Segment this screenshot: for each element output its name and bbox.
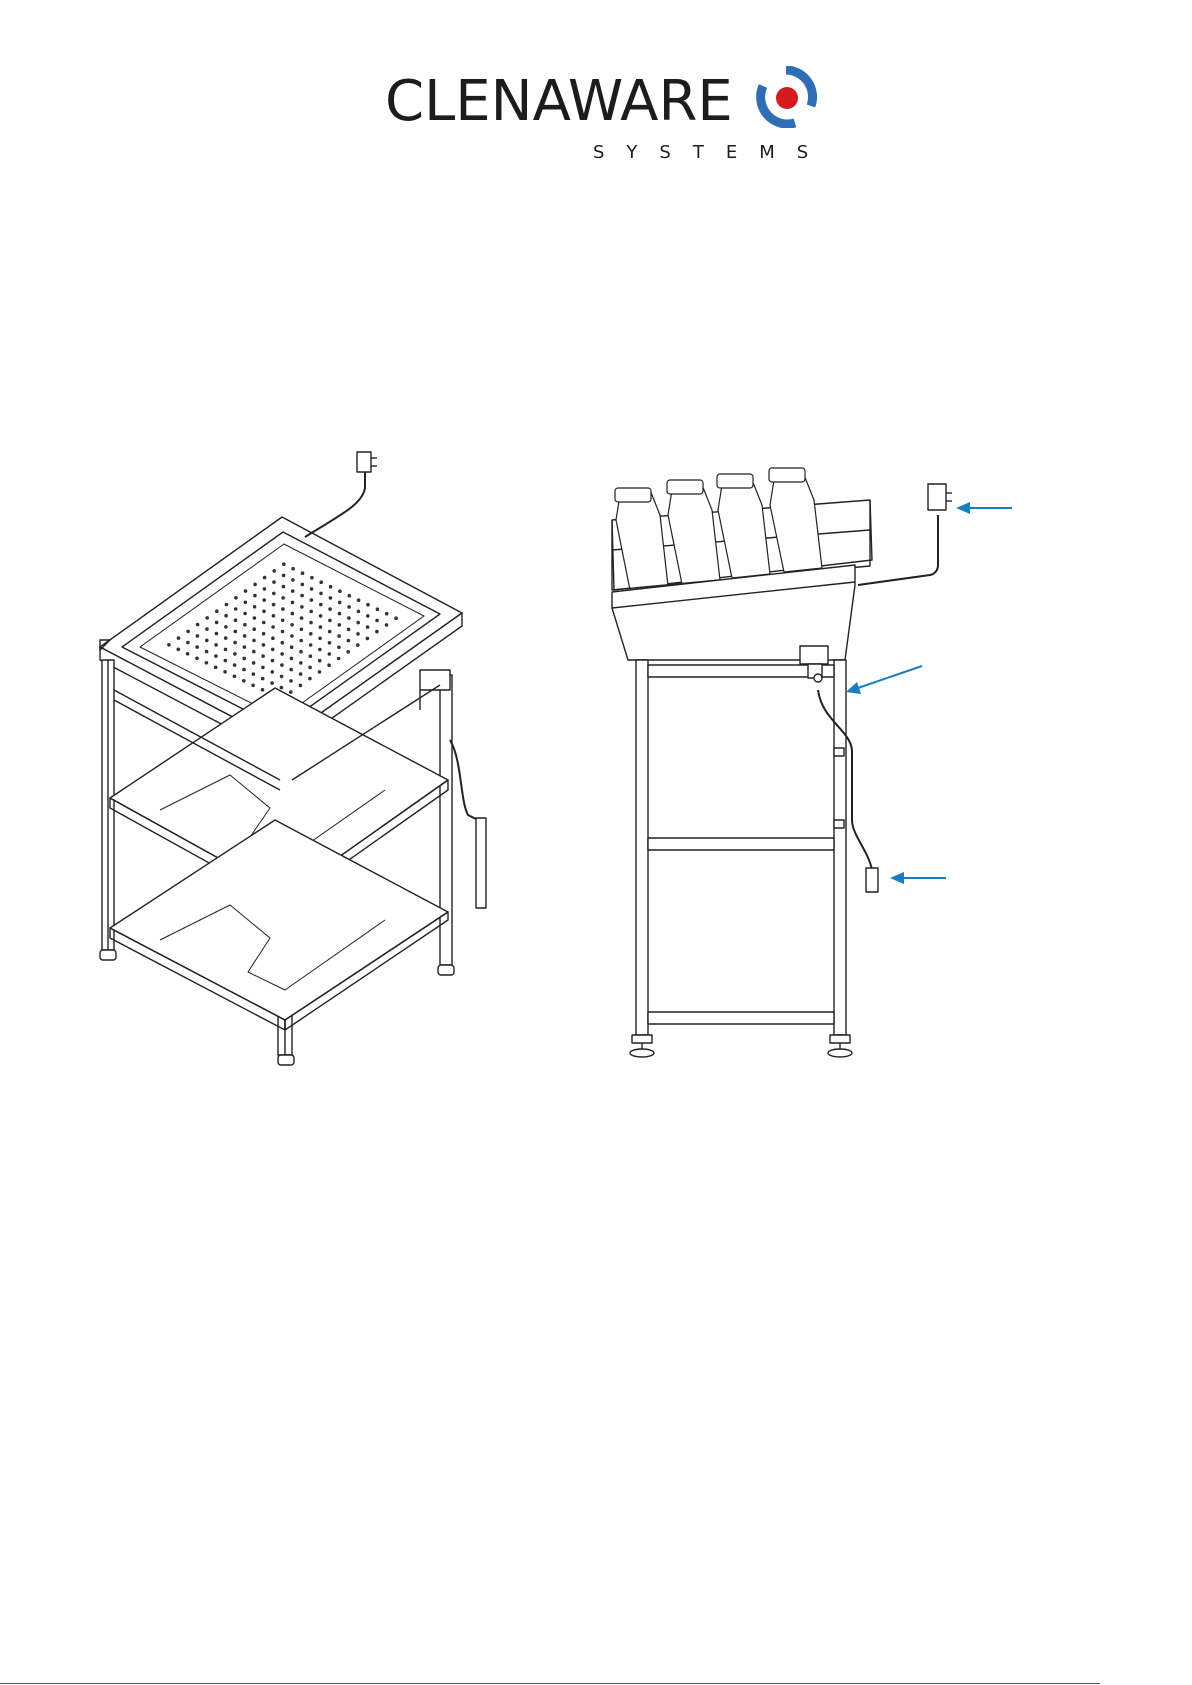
isometric-trolley-view [100, 452, 486, 1065]
page-divider [0, 1683, 1100, 1684]
side-view-trolley [612, 468, 952, 1057]
